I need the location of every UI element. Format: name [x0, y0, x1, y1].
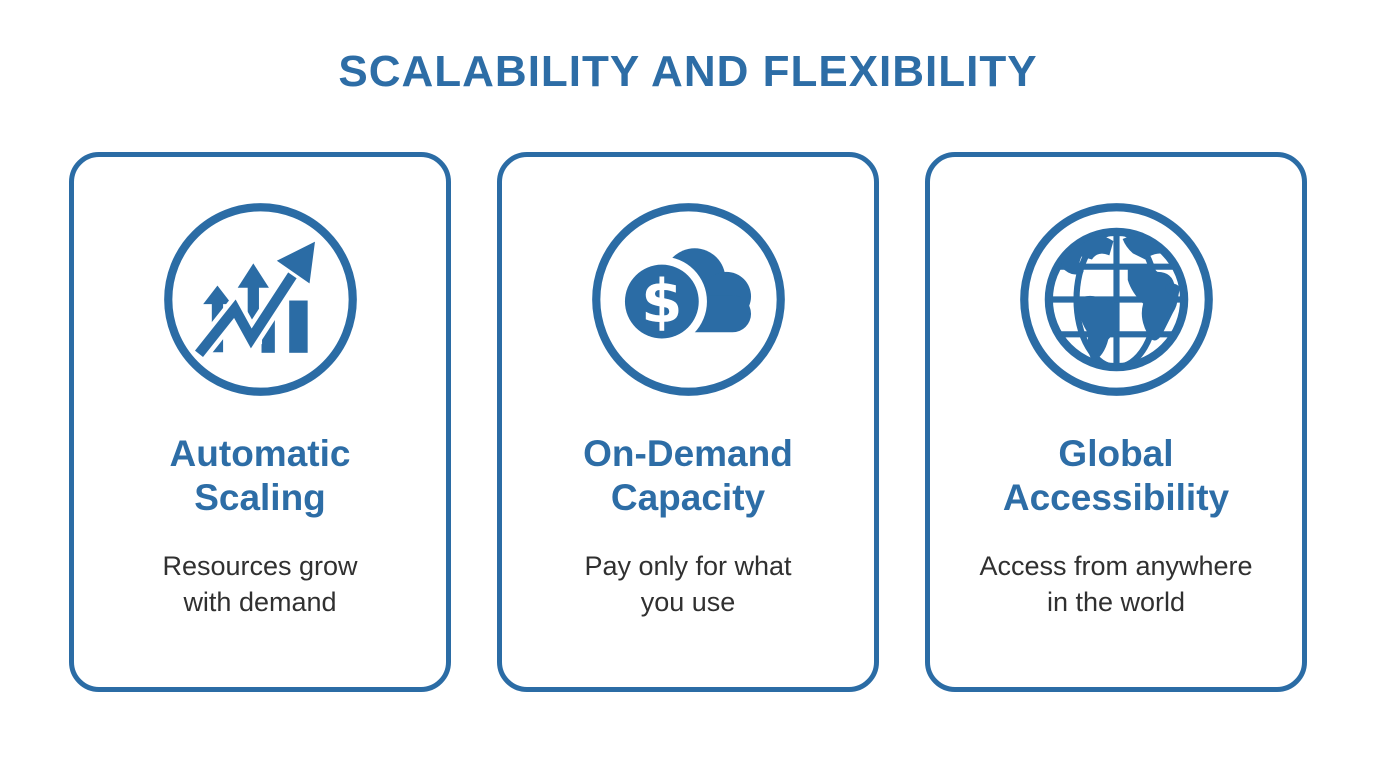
card-title-line: Scaling [194, 476, 326, 518]
card-description: Access from anywhere in the world [979, 549, 1252, 620]
card-title-line: Automatic [169, 433, 351, 474]
card-title-line: Capacity [610, 476, 766, 518]
card-title: Automatic Scaling [170, 432, 351, 519]
card-title: Global Accessibility [1003, 432, 1229, 519]
card-description-line: with demand [183, 586, 337, 617]
globe-icon [1014, 197, 1219, 402]
card-description: Resources grow with demand [162, 549, 357, 620]
card-description-line: Pay only for what [584, 551, 792, 582]
card-description-line: in the world [1046, 586, 1186, 617]
card-global-accessibility: Global Accessibility Access from anywher… [925, 152, 1307, 692]
dollar-cloud-icon: $ [586, 197, 791, 402]
page-title: SCALABILITY AND FLEXIBILITY [338, 47, 1038, 96]
growth-chart-icon [158, 197, 363, 402]
card-title-line: Global [1058, 433, 1174, 474]
card-title-line: Accessibility [1002, 476, 1230, 518]
card-title: On-Demand Capacity [583, 432, 793, 519]
card-description-line: Access from anywhere [979, 551, 1253, 582]
card-title-line: On-Demand [583, 433, 793, 474]
cards-row: Automatic Scaling Resources grow with de… [0, 152, 1376, 692]
card-description-line: you use [640, 586, 736, 617]
svg-text:$: $ [641, 268, 682, 337]
card-on-demand-capacity: $ On-Demand Capacity Pay only for what y… [497, 152, 879, 692]
card-description-line: Resources grow [162, 551, 358, 582]
card-automatic-scaling: Automatic Scaling Resources grow with de… [69, 152, 451, 692]
card-description: Pay only for what you use [584, 549, 791, 620]
